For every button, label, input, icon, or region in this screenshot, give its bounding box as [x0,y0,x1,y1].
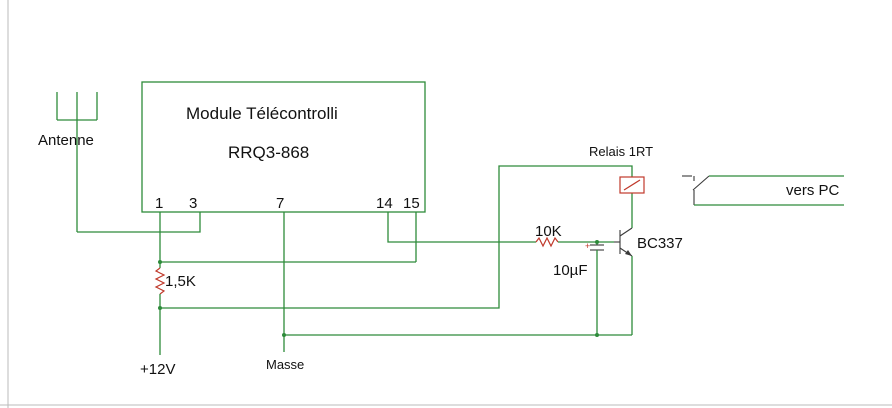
pin-7-label: 7 [276,195,284,212]
module-title: Module Télécontrolli [186,104,338,123]
supply-label: +12V [140,361,175,378]
pin-1-label: 1 [155,195,163,212]
relay-coil-symbol [619,176,645,194]
relay-contact-symbol [682,175,710,205]
capacitor-plus-sign: + [585,241,590,251]
resistor-10k-symbol [535,236,559,248]
pin-15-label: 15 [403,195,420,212]
output-label: vers PC [786,182,840,199]
antenna-label: Antenne [38,132,94,149]
transistor-symbol [614,227,633,257]
transistor-label: BC337 [637,235,683,252]
antenna-symbol [56,92,98,232]
pin14-wire [387,212,536,243]
resistor-10k-label: 10K [535,223,562,240]
relay-label: Relais 1RT [589,144,653,159]
module-part-number: RRQ3-868 [228,143,309,162]
junction-cap-ground [595,333,599,337]
resistor-1k5-symbol [154,267,166,295]
relay-coil-slash [623,179,641,191]
resistor-1k5-label: 1,5K [165,273,196,290]
ground-label: Masse [266,357,304,372]
antenna-wire [77,212,201,233]
relay-supply-wire [160,165,633,309]
capacitor-label: 10µF [553,262,588,279]
pin-3-label: 3 [189,195,197,212]
pin-14-label: 14 [376,195,393,212]
